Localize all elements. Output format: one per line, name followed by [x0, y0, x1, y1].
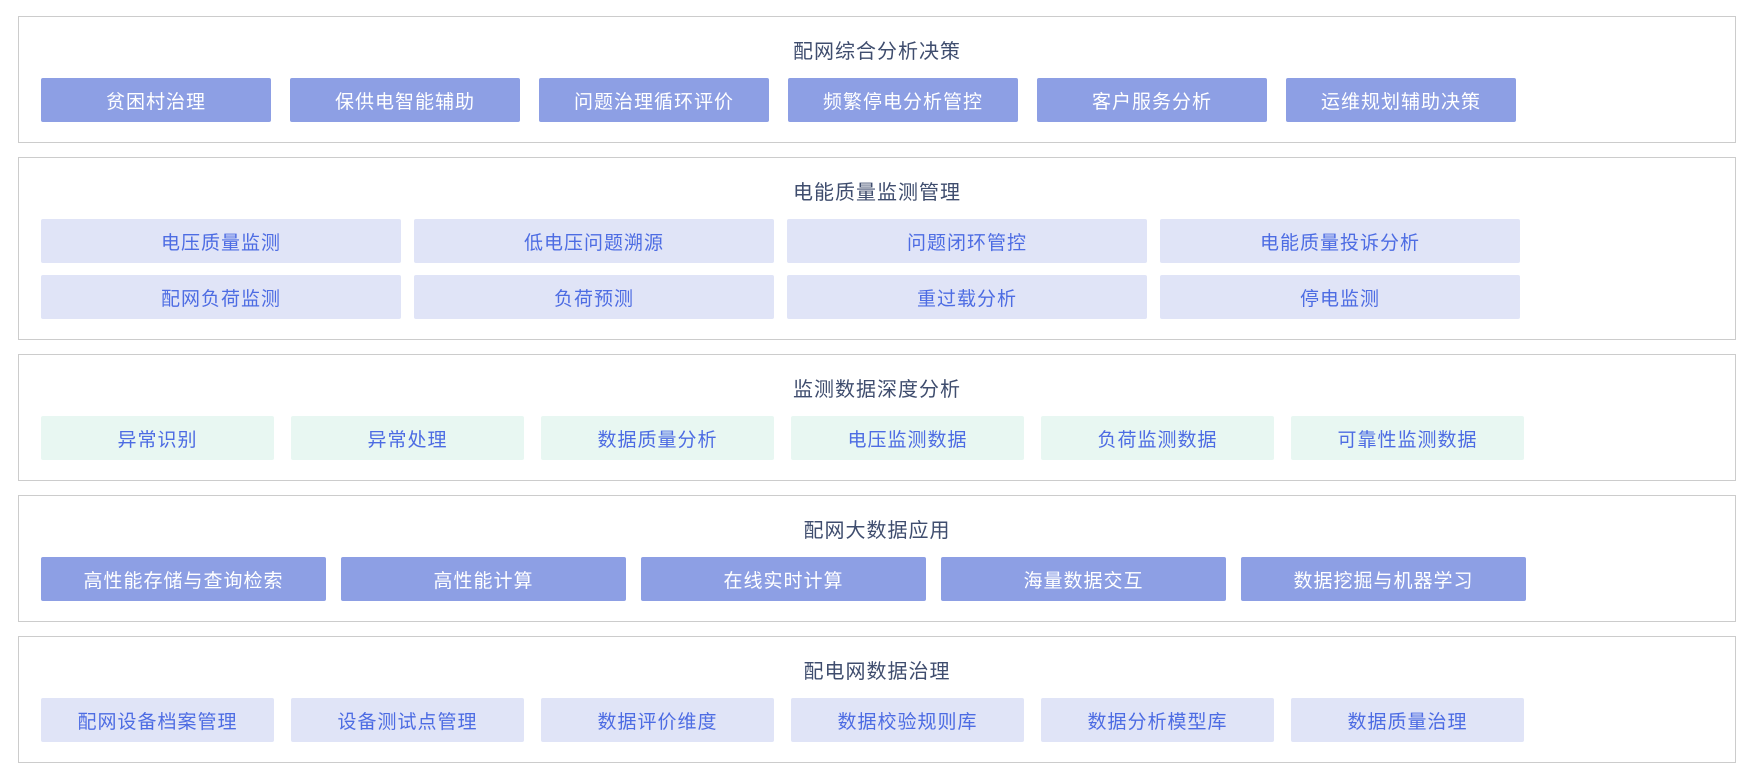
- section-title: 配网大数据应用: [803, 520, 951, 542]
- module-button[interactable]: 重过载分析: [787, 275, 1147, 319]
- module-button[interactable]: 异常识别: [41, 416, 274, 460]
- button-row: 高性能存储与查询检索 高性能计算 在线实时计算 海量数据交互 数据挖掘与机器学习: [41, 557, 1713, 601]
- module-button[interactable]: 高性能计算: [341, 557, 626, 601]
- module-button[interactable]: 保供电智能辅助: [290, 78, 520, 122]
- module-button[interactable]: 客户服务分析: [1037, 78, 1267, 122]
- button-row: 电压质量监测 低电压问题溯源 问题闭环管控 电能质量投诉分析: [41, 219, 1713, 263]
- module-button[interactable]: 在线实时计算: [641, 557, 926, 601]
- module-button[interactable]: 问题治理循环评价: [539, 78, 769, 122]
- module-button[interactable]: 配网负荷监测: [41, 275, 401, 319]
- module-button[interactable]: 异常处理: [291, 416, 524, 460]
- section-title: 监测数据深度分析: [793, 379, 961, 401]
- module-button[interactable]: 设备测试点管理: [291, 698, 524, 742]
- section-title: 配网综合分析决策: [793, 41, 961, 63]
- module-button[interactable]: 数据质量治理: [1291, 698, 1524, 742]
- module-button[interactable]: 问题闭环管控: [787, 219, 1147, 263]
- panel-power-quality-monitoring: 电能质量监测管理 电压质量监测 低电压问题溯源 问题闭环管控 电能质量投诉分析 …: [18, 157, 1736, 340]
- module-button[interactable]: 数据挖掘与机器学习: [1241, 557, 1526, 601]
- button-row: 配网负荷监测 负荷预测 重过载分析 停电监测: [41, 275, 1713, 319]
- module-button[interactable]: 数据校验规则库: [791, 698, 1024, 742]
- module-button[interactable]: 电压监测数据: [791, 416, 1024, 460]
- module-button[interactable]: 电能质量投诉分析: [1160, 219, 1520, 263]
- button-row: 配网设备档案管理 设备测试点管理 数据评价维度 数据校验规则库 数据分析模型库 …: [41, 698, 1713, 742]
- module-button[interactable]: 可靠性监测数据: [1291, 416, 1524, 460]
- module-button[interactable]: 海量数据交互: [941, 557, 1226, 601]
- module-button[interactable]: 数据分析模型库: [1041, 698, 1274, 742]
- module-button[interactable]: 电压质量监测: [41, 219, 401, 263]
- panel-comprehensive-analysis: 配网综合分析决策 贫困村治理 保供电智能辅助 问题治理循环评价 频繁停电分析管控…: [18, 16, 1736, 143]
- module-button[interactable]: 数据质量分析: [541, 416, 774, 460]
- section-title: 配电网数据治理: [803, 661, 951, 683]
- module-button[interactable]: 贫困村治理: [41, 78, 271, 122]
- button-row: 贫困村治理 保供电智能辅助 问题治理循环评价 频繁停电分析管控 客户服务分析 运…: [41, 78, 1713, 122]
- panel-big-data-application: 配网大数据应用 高性能存储与查询检索 高性能计算 在线实时计算 海量数据交互 数…: [18, 495, 1736, 622]
- module-button[interactable]: 数据评价维度: [541, 698, 774, 742]
- panel-data-governance: 配电网数据治理 配网设备档案管理 设备测试点管理 数据评价维度 数据校验规则库 …: [18, 636, 1736, 763]
- module-button[interactable]: 负荷预测: [414, 275, 774, 319]
- button-row: 异常识别 异常处理 数据质量分析 电压监测数据 负荷监测数据 可靠性监测数据: [41, 416, 1713, 460]
- module-button[interactable]: 频繁停电分析管控: [788, 78, 1018, 122]
- module-button[interactable]: 运维规划辅助决策: [1286, 78, 1516, 122]
- module-button[interactable]: 配网设备档案管理: [41, 698, 274, 742]
- module-button[interactable]: 停电监测: [1160, 275, 1520, 319]
- module-button[interactable]: 低电压问题溯源: [414, 219, 774, 263]
- section-title: 电能质量监测管理: [793, 182, 961, 204]
- panel-monitoring-data-analysis: 监测数据深度分析 异常识别 异常处理 数据质量分析 电压监测数据 负荷监测数据 …: [18, 354, 1736, 481]
- module-button[interactable]: 高性能存储与查询检索: [41, 557, 326, 601]
- module-button[interactable]: 负荷监测数据: [1041, 416, 1274, 460]
